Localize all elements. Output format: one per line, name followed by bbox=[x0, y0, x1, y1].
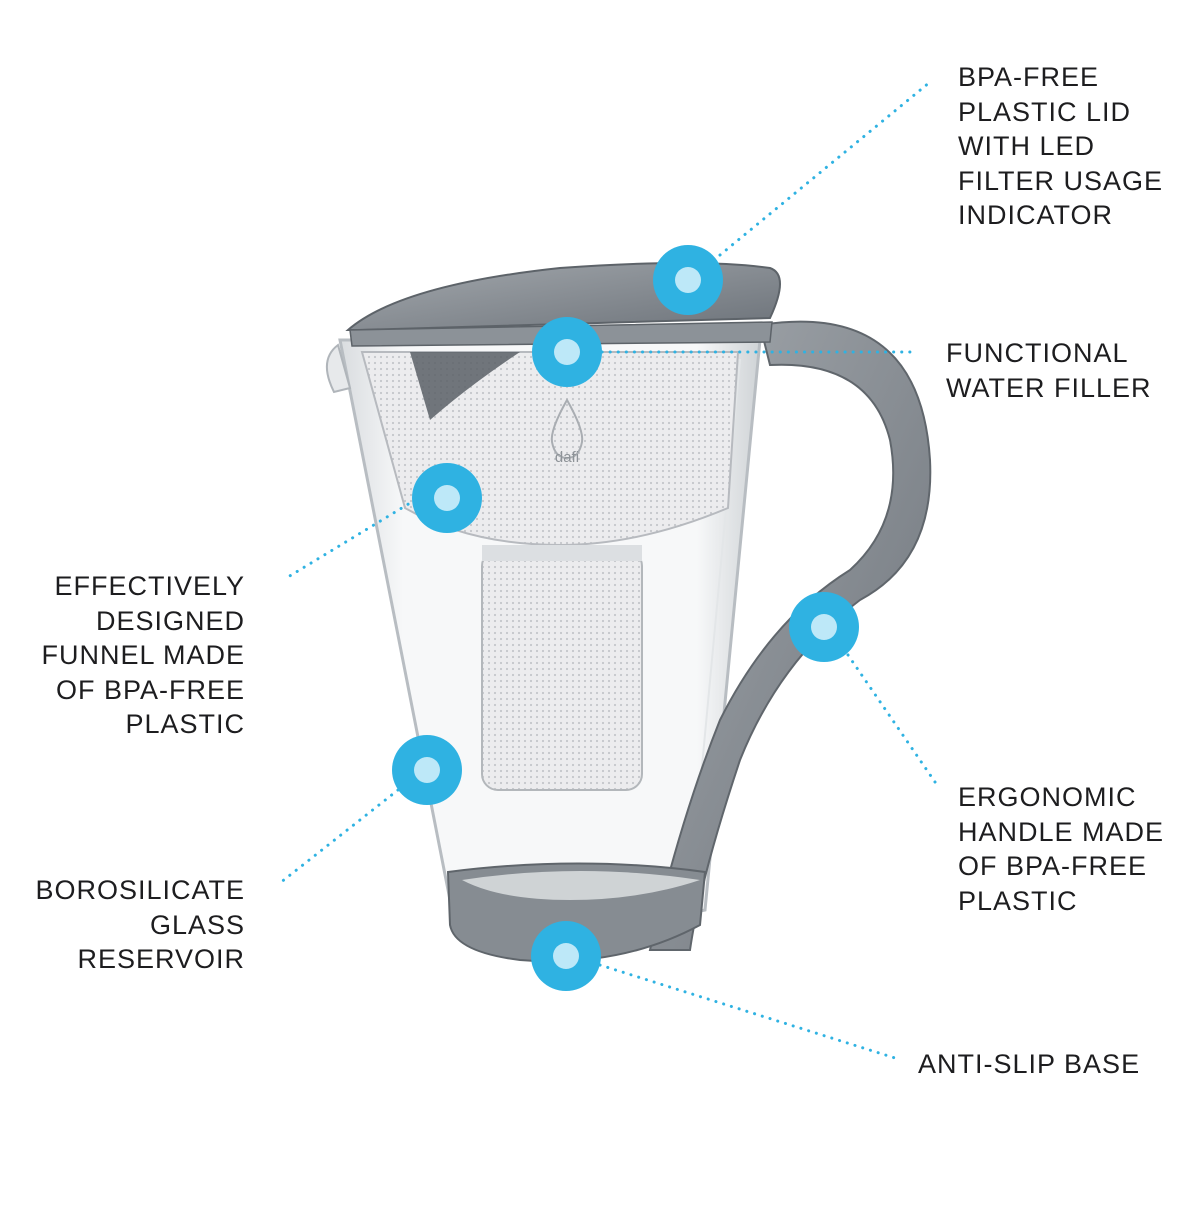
callout-line: HANDLE MADE bbox=[958, 816, 1165, 847]
callout-line: FILTER USAGE bbox=[958, 165, 1164, 196]
brand-mark: dafi bbox=[555, 449, 579, 466]
leader-lid bbox=[718, 80, 932, 257]
callout-line: BOROSILICATE bbox=[35, 875, 245, 905]
callout-base: ANTI-SLIP BASE bbox=[918, 1047, 1140, 1082]
base-glass-bottom bbox=[462, 871, 700, 900]
leader-base bbox=[598, 963, 897, 1060]
callout-line: OF BPA-FREE bbox=[55, 674, 245, 705]
callout-line: ERGONOMIC bbox=[958, 782, 1137, 812]
callout-line: RESERVOIR bbox=[77, 944, 245, 974]
pitcher-spout bbox=[326, 343, 352, 394]
hotspot-funnel[interactable] bbox=[412, 463, 482, 533]
callout-lid: BPA-FREE PLASTIC LID WITH LED FILTER USA… bbox=[958, 60, 1163, 233]
callout-line: FUNNEL MADE bbox=[41, 640, 245, 670]
funnel-dark-corner bbox=[410, 352, 520, 420]
hotspot-glass-reservoir[interactable] bbox=[392, 735, 462, 805]
callout-water-filler: FUNCTIONAL WATER FILLER bbox=[946, 336, 1152, 405]
leader-funnel bbox=[286, 498, 417, 579]
hotspot-water-filler[interactable] bbox=[532, 317, 602, 387]
callout-handle: ERGONOMIC HANDLE MADE OF BPA-FREE PLASTI… bbox=[958, 780, 1164, 918]
callout-line: PLASTIC LID bbox=[958, 96, 1132, 127]
hotspot-handle[interactable] bbox=[789, 592, 859, 662]
callout-line: EFFECTIVELY bbox=[54, 571, 245, 601]
leader-handle bbox=[846, 653, 937, 784]
hotspot-lid[interactable] bbox=[653, 245, 723, 315]
callout-line: GLASS bbox=[149, 909, 245, 940]
filter-cartridge bbox=[481, 549, 643, 791]
callout-line: DESIGNED bbox=[95, 605, 245, 636]
callout-line: ANTI-SLIP BASE bbox=[918, 1049, 1141, 1079]
callout-line: BPA-FREE bbox=[958, 62, 1100, 92]
brand-drop-icon bbox=[550, 397, 584, 460]
callout-line: WATER FILLER bbox=[946, 372, 1152, 403]
callout-line: WITH LED bbox=[958, 131, 1096, 161]
leader-glass bbox=[278, 788, 400, 885]
callout-line: PLASTIC bbox=[125, 709, 245, 739]
callout-line: PLASTIC bbox=[958, 885, 1078, 916]
callout-glass-reservoir: BOROSILICATE GLASS RESERVOIR bbox=[35, 873, 245, 977]
callout-funnel: EFFECTIVELY DESIGNED FUNNEL MADE OF BPA-… bbox=[41, 569, 245, 742]
callout-line: FUNCTIONAL bbox=[946, 338, 1129, 368]
callout-line: INDICATOR bbox=[958, 200, 1114, 230]
filter-cartridge-neck bbox=[482, 545, 642, 561]
leader-lines bbox=[278, 80, 937, 1060]
hotspot-base[interactable] bbox=[531, 921, 601, 991]
callout-line: OF BPA-FREE bbox=[958, 851, 1148, 881]
